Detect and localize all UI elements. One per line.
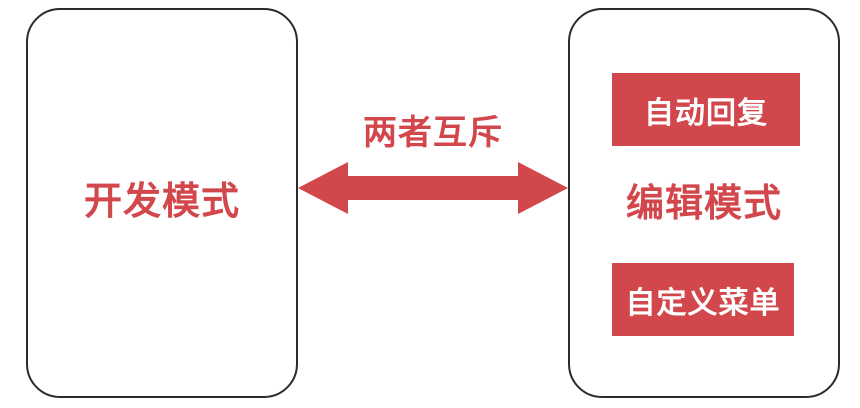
- development-mode-label: 开发模式: [83, 179, 240, 223]
- double-arrow-shape: [298, 162, 568, 214]
- edit-mode-label: 编辑模式: [625, 181, 782, 225]
- development-mode-panel: 开发模式: [26, 8, 298, 398]
- custom-menu-label: 自定义菜单: [625, 285, 781, 321]
- double-arrow-icon: [298, 162, 568, 214]
- custom-menu-box: 自定义菜单: [612, 263, 794, 336]
- auto-reply-label: 自动回复: [644, 95, 768, 131]
- edit-mode-panel: 自动回复 编辑模式 自定义菜单: [568, 8, 840, 398]
- auto-reply-box: 自动回复: [612, 73, 800, 146]
- mutually-exclusive-label: 两者互斥: [363, 113, 503, 153]
